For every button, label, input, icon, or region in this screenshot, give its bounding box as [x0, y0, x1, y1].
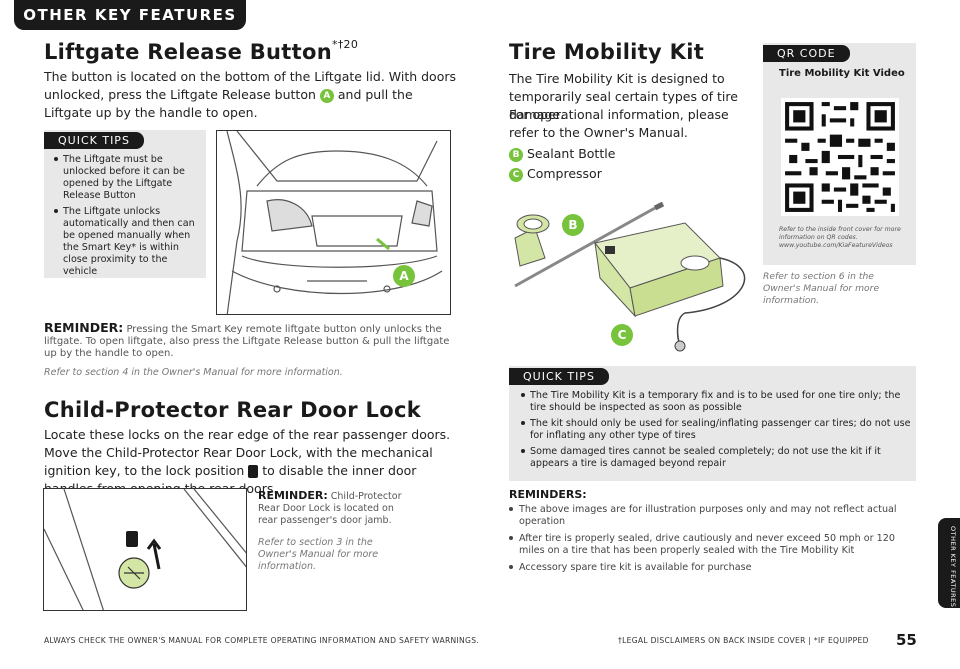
qr-title: Tire Mobility Kit Video [779, 68, 905, 79]
qr-panel: QR CODE Tire Mobility Kit Video [763, 43, 916, 265]
door-jamb-illustration [44, 489, 246, 610]
tire-kit-title: Tire Mobility Kit [509, 40, 705, 64]
item-label: Compressor [526, 166, 602, 181]
liftgate-refer: Refer to section 4 in the Owner's Manual… [44, 367, 343, 378]
badge-b-inline: B [509, 147, 523, 162]
list-item: The above images are for illustration pu… [509, 504, 914, 528]
side-tab-label: OTHER KEY FEATURES [949, 526, 957, 608]
list-item: After tire is properly sealed, drive cau… [509, 533, 914, 557]
liftgate-image: A [216, 130, 451, 315]
liftgate-tip-list: The Liftgate must be unlocked before it … [54, 154, 204, 282]
badge-c-image: C [618, 328, 627, 342]
child-lock-refer: Refer to section 3 in the Owner's Manual… [258, 537, 379, 572]
tire-kit-quick-tips: QUICK TIPS The Tire Mobility Kit is a te… [509, 366, 916, 481]
tire-kit-illustration: B C [514, 201, 746, 352]
list-item: The Liftgate unlocks automatically and t… [54, 206, 204, 278]
item-label: Sealant Bottle [526, 146, 616, 161]
reminder-label: REMINDER: [258, 489, 328, 502]
reminders-label: REMINDERS: [509, 488, 587, 501]
quick-tips-tab: QUICK TIPS [44, 132, 144, 149]
liftgate-body: The button is located on the bottom of t… [44, 68, 464, 122]
badge-b-image: B [568, 218, 577, 232]
qr-note: Refer to the inside front cover for more… [779, 226, 911, 250]
badge-a-inline: A [319, 88, 334, 103]
tire-kit-refer: Refer to section 6 in the Owner's Manual… [763, 271, 880, 306]
list-item: Some damaged tires cannot be sealed comp… [521, 446, 913, 470]
list-item: The kit should only be used for sealing/… [521, 418, 913, 442]
qr-note-text: Refer to the inside front cover for more… [779, 226, 901, 241]
list-item: The Tire Mobility Kit is a temporary fix… [521, 390, 913, 414]
reminders-list: The above images are for illustration pu… [509, 504, 914, 579]
badge-a-image: A [399, 269, 409, 283]
page-number: 55 [896, 631, 917, 649]
liftgate-quick-tips: QUICK TIPS The Liftgate must be unlocked… [44, 130, 206, 278]
reminder-label: REMINDER: [44, 320, 124, 335]
qr-code[interactable] [781, 98, 899, 216]
footer-right: †LEGAL DISCLAIMERS ON BACK INSIDE COVER … [618, 636, 869, 645]
list-item: The Liftgate must be unlocked before it … [54, 154, 204, 202]
tire-kit-body2: For operational information, please refe… [509, 107, 729, 140]
reminder-text: is located on rear passenger's door jamb… [258, 503, 394, 526]
tire-kit-item-c: C Compressor [509, 165, 602, 183]
liftgate-title: Liftgate Release Button*†20 [44, 38, 359, 64]
liftgate-body-before: The button is located on the bottom of t… [44, 69, 456, 102]
footer-left: ALWAYS CHECK THE OWNER'S MANUAL FOR COMP… [44, 636, 480, 645]
liftgate-title-text: Liftgate Release Button [44, 40, 332, 64]
child-lock-reminder: REMINDER: Child-Protector Rear Door Lock… [258, 490, 413, 527]
quick-tips-tab: QUICK TIPS [509, 368, 609, 385]
reminder-text: Pressing the Smart Key remote liftgate b… [44, 324, 450, 359]
qr-tab: QR CODE [763, 45, 850, 62]
child-lock-image [43, 488, 247, 611]
tire-kit-body1: The Tire Mobility Kit is designed to tem… [509, 71, 738, 122]
badge-c-inline: C [509, 167, 523, 182]
child-lock-body-before: Locate these locks on the rear edge of t… [44, 427, 451, 478]
section-tab: OTHER KEY FEATURES [14, 0, 246, 30]
liftgate-reminder: REMINDER: Pressing the Smart Key remote … [44, 320, 454, 360]
list-item: Accessory spare tire kit is available fo… [509, 562, 914, 574]
car-rear-illustration: A [226, 131, 443, 314]
child-lock-title: Child-Protector Rear Door Lock [44, 398, 421, 422]
tire-kit-item-b: B Sealant Bottle [509, 145, 615, 163]
reminder-highlight: Child-Protector Rear Door Lock [258, 491, 402, 514]
tire-kit-tip-list: The Tire Mobility Kit is a temporary fix… [521, 390, 913, 474]
liftgate-body-after: and pull the Liftgate up by the handle t… [44, 87, 413, 120]
side-tab[interactable]: OTHER KEY FEATURES [938, 518, 960, 608]
qr-url[interactable]: www.youtube.com/KiaFeatureVideos [779, 242, 893, 249]
liftgate-title-sup: *†20 [331, 38, 359, 51]
child-lock-icon [248, 465, 259, 478]
qr-code-icon [785, 102, 895, 212]
